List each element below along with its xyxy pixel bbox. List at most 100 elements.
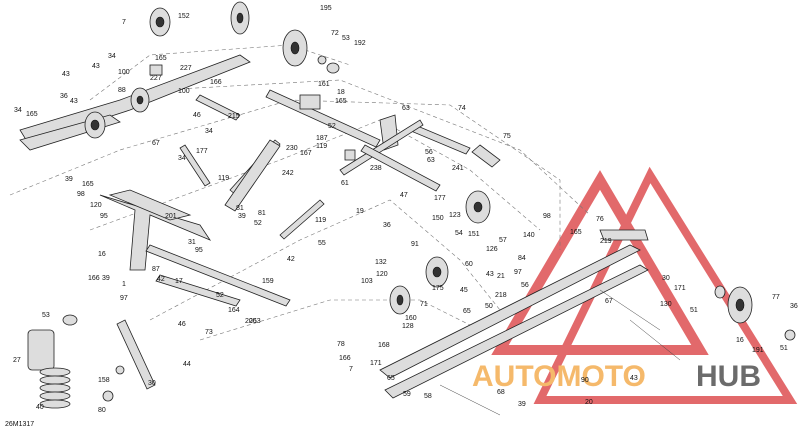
callout-label: 242 bbox=[282, 170, 294, 177]
callout-label: 20 bbox=[585, 399, 593, 406]
callout-label: 103 bbox=[361, 278, 373, 285]
callout-label: 39 bbox=[518, 401, 526, 408]
callout-label: 123 bbox=[449, 212, 461, 219]
callout-label: 219 bbox=[600, 238, 612, 245]
callout-label: 227 bbox=[180, 65, 192, 72]
callout-label: 100 bbox=[118, 69, 130, 76]
callout-label: 187 bbox=[316, 135, 328, 142]
callout-label: 165 bbox=[155, 55, 167, 62]
callout-label: 215 bbox=[228, 113, 240, 120]
callout-label: 52 bbox=[328, 123, 336, 130]
callout-label: 227 bbox=[150, 75, 162, 82]
callout-label: 78 bbox=[337, 341, 345, 348]
callout-label: 19 bbox=[356, 208, 364, 215]
idler-wheel-195 bbox=[282, 29, 340, 74]
callout-label: 88 bbox=[118, 87, 126, 94]
callout-label: 65 bbox=[387, 375, 395, 382]
callout-label: 51 bbox=[780, 345, 788, 352]
callout-label: 16 bbox=[98, 251, 106, 258]
callout-label: 97 bbox=[514, 269, 522, 276]
callout-label: 56 bbox=[521, 282, 529, 289]
callout-label: 34 bbox=[205, 128, 213, 135]
callout-label: 100 bbox=[178, 88, 190, 95]
callout-label: 36 bbox=[790, 303, 798, 310]
callout-label: 40 bbox=[36, 404, 44, 411]
callout-label: 81 bbox=[258, 210, 266, 217]
callout-label: 151 bbox=[468, 231, 480, 238]
callout-label: 43 bbox=[70, 98, 78, 105]
callout-label: 230 bbox=[286, 145, 298, 152]
callout-label: 238 bbox=[370, 165, 382, 172]
callout-label: 55 bbox=[318, 240, 326, 247]
callout-label: 7 bbox=[349, 366, 353, 373]
callout-label: 58 bbox=[424, 393, 432, 400]
callout-label: 53 bbox=[342, 35, 350, 42]
callout-label: 177 bbox=[434, 195, 446, 202]
callout-label: 119 bbox=[218, 175, 229, 182]
callout-label: 165 bbox=[82, 181, 94, 188]
callout-label: 36 bbox=[60, 93, 68, 100]
callout-label: 47 bbox=[400, 192, 408, 199]
callout-label: 90 bbox=[581, 377, 589, 384]
callout-label: 46 bbox=[193, 112, 201, 119]
diagram-code: 26M1317 bbox=[5, 421, 34, 428]
small-rods bbox=[439, 289, 681, 416]
callout-label: 50 bbox=[485, 303, 493, 310]
callout-label: 60 bbox=[465, 261, 473, 268]
callout-label: 76 bbox=[596, 216, 604, 223]
callout-label: 59 bbox=[403, 391, 411, 398]
callout-label: 168 bbox=[378, 342, 390, 349]
callout-label: 54 bbox=[455, 230, 463, 237]
callout-label: 87 bbox=[152, 266, 160, 273]
callout-label: 95 bbox=[195, 247, 203, 254]
callout-label: 17 bbox=[175, 278, 183, 285]
callout-label: 7 bbox=[122, 19, 126, 26]
front-arm bbox=[99, 189, 291, 307]
callout-label: 63 bbox=[402, 105, 410, 112]
callout-label: 74 bbox=[458, 105, 466, 112]
callout-label: 171 bbox=[674, 285, 686, 292]
callout-label: 161 bbox=[318, 81, 330, 88]
callout-label: 18 bbox=[337, 89, 345, 96]
callout-label: 46 bbox=[178, 321, 186, 328]
callout-label: 31 bbox=[188, 239, 196, 246]
callout-label: 164 bbox=[228, 307, 240, 314]
watermark-brand-left: AUTOMOTO bbox=[472, 360, 646, 393]
callout-label: 130 bbox=[660, 301, 672, 308]
callout-label: 120 bbox=[90, 202, 102, 209]
callout-label: 71 bbox=[420, 301, 428, 308]
callout-label: 165 bbox=[335, 98, 347, 105]
callout-label: 84 bbox=[518, 255, 526, 262]
callout-label: 63 bbox=[427, 157, 435, 164]
callout-label: 57 bbox=[499, 237, 507, 244]
callout-label: 241 bbox=[452, 165, 464, 172]
callout-label: 34 bbox=[178, 155, 186, 162]
rear-rail-upper bbox=[19, 1, 251, 151]
callout-label: 34 bbox=[14, 107, 22, 114]
callout-label: 95 bbox=[100, 213, 108, 220]
callout-label: 195 bbox=[320, 5, 332, 12]
callout-label: 192 bbox=[354, 40, 366, 47]
middle-wheels bbox=[389, 190, 491, 315]
callout-label: 128 bbox=[402, 323, 414, 330]
callout-label: 68 bbox=[497, 389, 505, 396]
callout-label: 201 bbox=[165, 213, 177, 220]
callout-label: 36 bbox=[383, 222, 391, 229]
callout-label: 166 bbox=[339, 355, 351, 362]
callout-label: 77 bbox=[772, 294, 780, 301]
callout-label: 39 bbox=[102, 275, 110, 282]
callout-label: 44 bbox=[183, 361, 191, 368]
callout-label: 119 bbox=[315, 217, 326, 224]
callout-label: 150 bbox=[432, 215, 444, 222]
lower-main-rail bbox=[379, 229, 796, 399]
callout-label: 160 bbox=[405, 315, 417, 322]
callout-label: 91 bbox=[411, 241, 419, 248]
callout-label: 191 bbox=[752, 347, 764, 354]
callout-label: 97 bbox=[120, 295, 128, 302]
callout-label: 45 bbox=[460, 287, 468, 294]
callout-label: 81 bbox=[236, 205, 244, 212]
shock-absorber bbox=[27, 139, 281, 409]
callout-label: 166 bbox=[210, 79, 222, 86]
callout-label: 30 bbox=[148, 380, 156, 387]
